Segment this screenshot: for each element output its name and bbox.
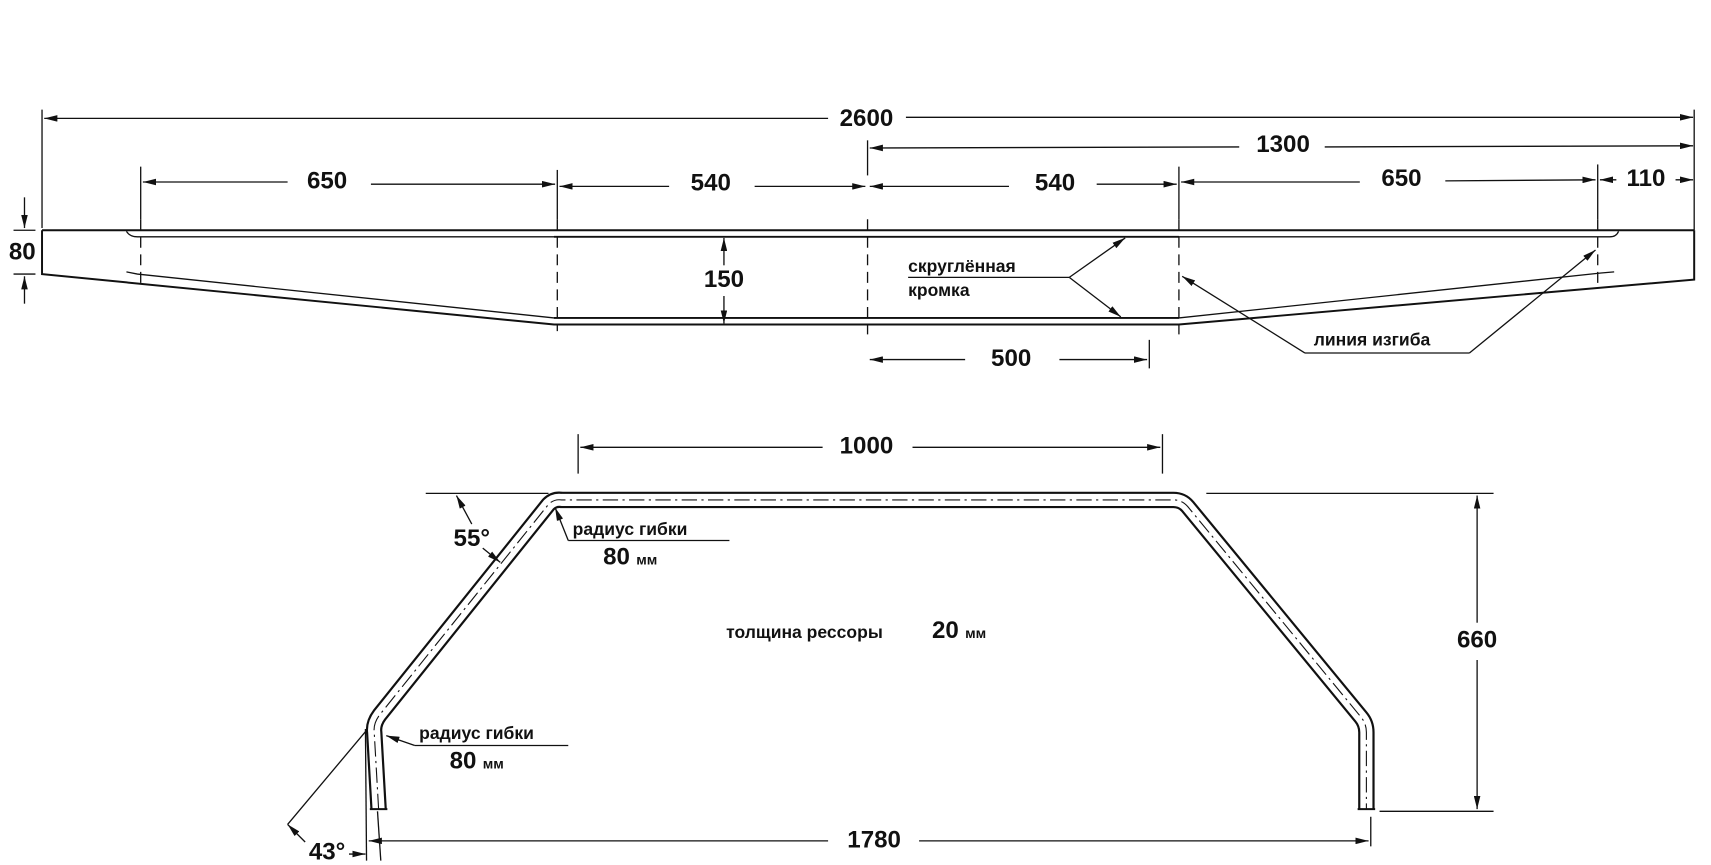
unit-label: мм (636, 553, 657, 569)
callout-label: радиус гибки (419, 723, 534, 743)
dim-label: 500 (991, 345, 1031, 372)
dim-label: 2600 (840, 105, 894, 132)
dim-label: 1300 (1256, 131, 1310, 158)
top-view: 2600 1300 650 540 540 650 110 (9, 105, 1696, 372)
bend-radius-top-callout: радиус гибки 80 мм (554, 507, 730, 570)
dim-segments: 650 540 540 650 110 (142, 165, 1694, 197)
callout-label: скруглённая (908, 256, 1016, 276)
dim-label: 1780 (847, 826, 901, 853)
unit-label: мм (483, 757, 504, 773)
spring-leaf-plan (41, 229, 1696, 326)
side-view: 1000 55° радиус гибки 80 мм толщина ресс… (287, 433, 1497, 865)
dim-label: 110 (1626, 165, 1665, 192)
dim-label: 650 (307, 167, 347, 194)
dim-center-width: 150 (704, 237, 744, 324)
thickness-value: 20 (932, 617, 959, 644)
dim-total-length: 2600 (44, 105, 1694, 132)
rounded-edge-callout: скруглённая кромка (908, 237, 1126, 318)
callout-label: радиус гибки (573, 519, 688, 539)
dim-label: 43° (309, 838, 345, 865)
angle-top: 55° (454, 495, 501, 563)
dim-base-length: 1780 (368, 816, 1372, 853)
bend-line-callout: линия изгиба (1181, 249, 1596, 354)
thickness-note: толщина рессоры 20 мм (726, 617, 986, 644)
spring-profile (365, 491, 1376, 811)
dim-label: 660 (1457, 627, 1497, 654)
dim-label: 150 (704, 266, 744, 293)
callout-label: кромка (908, 280, 970, 300)
dim-top-length: 1000 (577, 433, 1164, 474)
callout-value: 80 (603, 543, 630, 570)
thickness-label: толщина рессоры (726, 622, 883, 642)
dim-label: 540 (691, 170, 731, 197)
dim-label: 1000 (840, 433, 894, 460)
dim-end-width: 80 (9, 197, 36, 304)
dim-label: 55° (454, 525, 490, 552)
angle-bottom: 43° (287, 728, 382, 865)
dim-label: 80 (9, 239, 36, 266)
dim-flat-half: 500 (869, 339, 1150, 372)
callout-label: линия изгиба (1314, 329, 1431, 349)
bend-radius-bottom-callout: радиус гибки 80 мм (386, 723, 569, 774)
callout-value: 80 (450, 747, 477, 774)
dim-label: 650 (1381, 165, 1421, 192)
dim-height: 660 (1457, 495, 1497, 810)
unit-label: мм (965, 626, 986, 642)
dim-label: 540 (1035, 170, 1075, 197)
dim-half-length: 1300 (869, 131, 1694, 158)
